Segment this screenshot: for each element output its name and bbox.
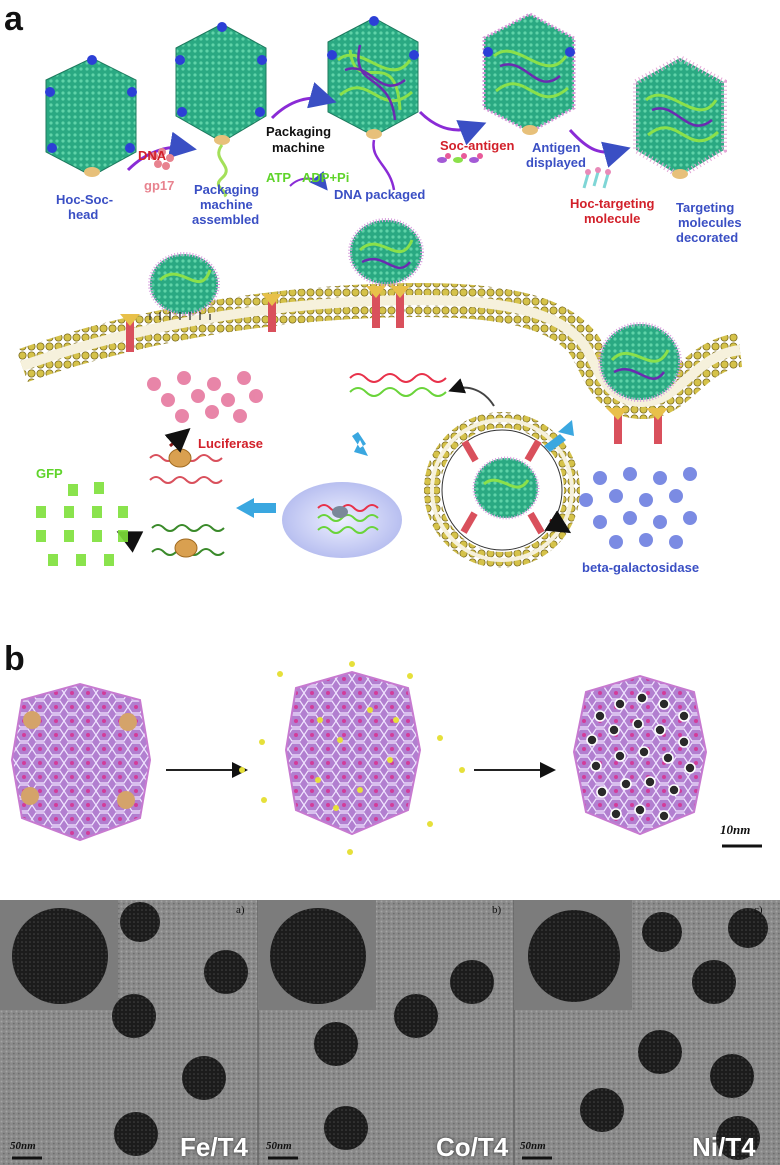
capsid-with-packaging-machine: [175, 22, 267, 198]
step-arrow-2: [270, 82, 337, 120]
mrna-gfp: [151, 524, 225, 558]
t4-head-with-nanoparticles: [572, 674, 708, 836]
cell-membrane: [16, 282, 744, 419]
label-packaging-machine-2: machine: [272, 140, 325, 155]
label-luciferase: Luciferase: [198, 436, 264, 451]
em-label-fe: Fe/T4: [180, 1132, 248, 1162]
luciferase-proteins: [147, 371, 263, 423]
label-targeting-decorated-2: molecules: [678, 215, 742, 230]
capsid-antigen-displayed: [482, 12, 576, 135]
t4-head-with-ions: [239, 661, 465, 855]
label-beta-galactosidase: beta-galactosidase: [582, 560, 700, 575]
label-dna: DNA: [138, 148, 167, 163]
label-packaging-machine-1: Packaging: [266, 124, 332, 139]
particle-endocytosis: [598, 322, 682, 402]
capsid-head: [45, 55, 137, 177]
translate-arrow-betagal: [544, 510, 572, 534]
panel-label-a: a: [4, 0, 23, 38]
label-adp-pi: ADP+Pi: [302, 170, 350, 185]
panel-label-b: b: [4, 640, 25, 678]
release-arrow: [448, 378, 495, 407]
membrane-receptors: [120, 286, 668, 444]
label-hoc-soc-head-2: head: [68, 207, 99, 222]
label-dna-packaged: DNA packaged: [334, 187, 426, 202]
label-packaging-assembled-3: assembled: [192, 212, 260, 227]
scale-label-top: 10nm: [720, 822, 751, 837]
capsid-dna-packaged: [327, 16, 419, 191]
label-gfp: GFP: [36, 466, 63, 481]
label-packaging-assembled-1: Packaging: [194, 182, 260, 197]
label-gp17: gp17: [144, 178, 175, 193]
particle-approaching: [148, 252, 220, 320]
em-scale-co: 50nm: [266, 1140, 292, 1152]
label-atp: ATP: [266, 170, 292, 185]
label-targeting-decorated-1: Targeting: [676, 200, 735, 215]
nucleus: [282, 482, 402, 558]
label-packaging-assembled-2: machine: [200, 197, 253, 212]
label-hoc-targeting-2: molecule: [584, 211, 641, 226]
em-sublabel-a: a): [236, 904, 245, 916]
t4-head-before: [10, 682, 152, 842]
label-antigen-displayed-2: displayed: [526, 155, 586, 170]
hoc-targeting-molecules: [582, 167, 611, 189]
released-dna: [349, 373, 447, 397]
step-arrow-3: [418, 110, 487, 146]
blue-arrow-1: [544, 420, 574, 452]
translate-arrow-luciferase: [164, 428, 191, 453]
particle-bound: [348, 218, 424, 286]
atp-cycle-arrow: [289, 171, 328, 191]
em-label-ni: Ni/T4: [692, 1132, 756, 1162]
endosome: [424, 412, 580, 568]
em-micrograph-strip: [0, 900, 780, 1165]
label-hoc-targeting-1: Hoc-targeting: [570, 196, 655, 211]
blue-arrow-3: [236, 498, 276, 518]
beta-galactosidase-proteins: [579, 467, 697, 549]
em-label-co: Co/T4: [436, 1132, 509, 1162]
blue-arrow-2: [352, 432, 368, 456]
em-sublabel-b: b): [492, 904, 502, 916]
label-targeting-decorated-3: decorated: [676, 230, 739, 245]
label-antigen-displayed-1: Antigen: [532, 140, 581, 155]
capsid-targeting-decorated: [633, 54, 727, 180]
mrna-luciferase: [149, 448, 223, 484]
step-arrow-4: [568, 128, 631, 168]
gfp-proteins: [36, 482, 128, 566]
em-scale-ni: 50nm: [520, 1140, 546, 1152]
gp17-molecules: [150, 148, 174, 170]
em-scale-fe: 50nm: [10, 1140, 36, 1152]
label-hoc-soc-head-1: Hoc-Soc-: [56, 192, 114, 207]
label-soc-antigen: Soc-antigen: [440, 138, 515, 153]
em-sublabel-c: c): [754, 904, 763, 916]
soc-antigen-molecules: [437, 153, 483, 163]
